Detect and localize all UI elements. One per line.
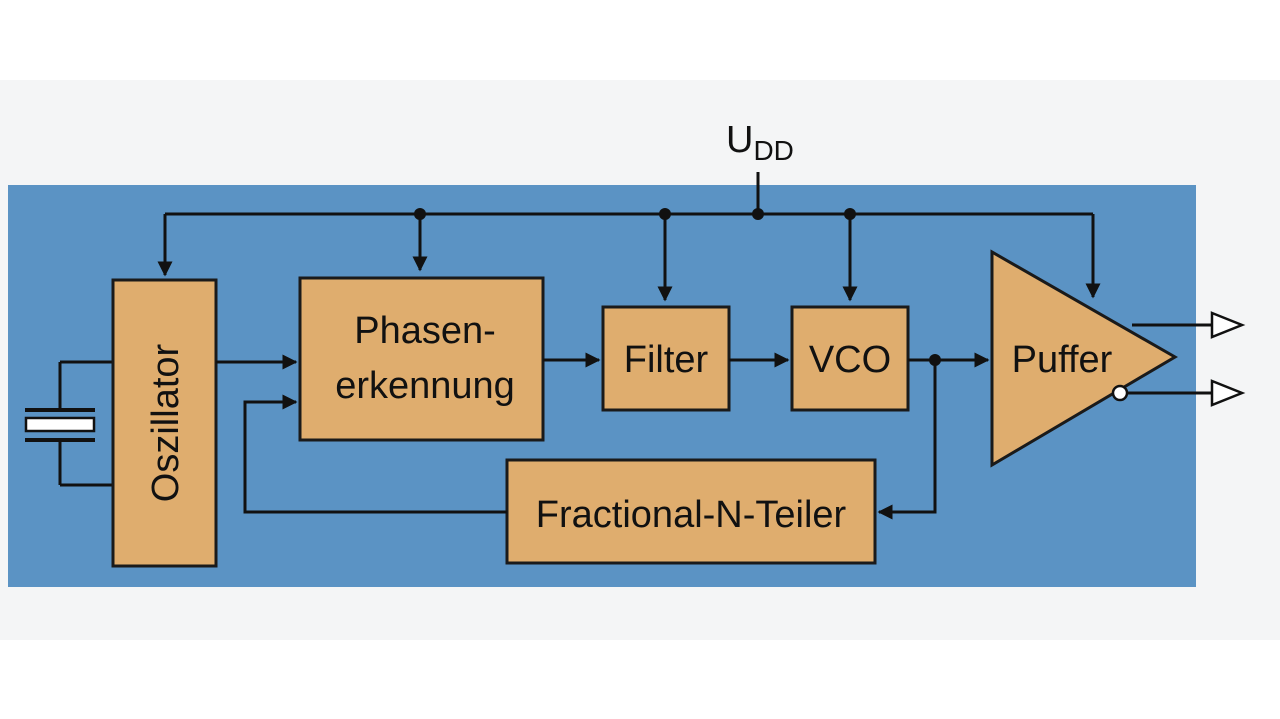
- divider-label: Fractional-N-Teiler: [536, 494, 847, 536]
- filter-block: Filter: [601, 305, 731, 412]
- filter-label: Filter: [624, 339, 709, 381]
- divider-block: Fractional-N-Teiler: [505, 458, 877, 565]
- supply-bus: [157, 172, 1101, 302]
- phase-detector-block: Phasen- erkennung: [298, 276, 545, 442]
- oscillator-label: Oszillator: [145, 343, 187, 502]
- signal-path: [216, 352, 990, 520]
- phase-detector-label-line2: erkennung: [335, 365, 515, 407]
- oscillator-block: Oszillator: [111, 278, 218, 568]
- supply-label-sub: DD: [753, 135, 793, 166]
- buffer-outputs: [1111, 311, 1246, 407]
- vco-label: VCO: [809, 339, 891, 381]
- supply-label-main: U: [726, 119, 753, 161]
- buffer-amplifier: Puffer: [990, 249, 1178, 468]
- crystal-symbol: [24, 360, 113, 487]
- vco-block: VCO: [790, 305, 910, 412]
- phase-detector-label-line1: Phasen-: [354, 310, 496, 352]
- buffer-label: Puffer: [1012, 339, 1113, 381]
- supply-label: UDD: [726, 119, 794, 166]
